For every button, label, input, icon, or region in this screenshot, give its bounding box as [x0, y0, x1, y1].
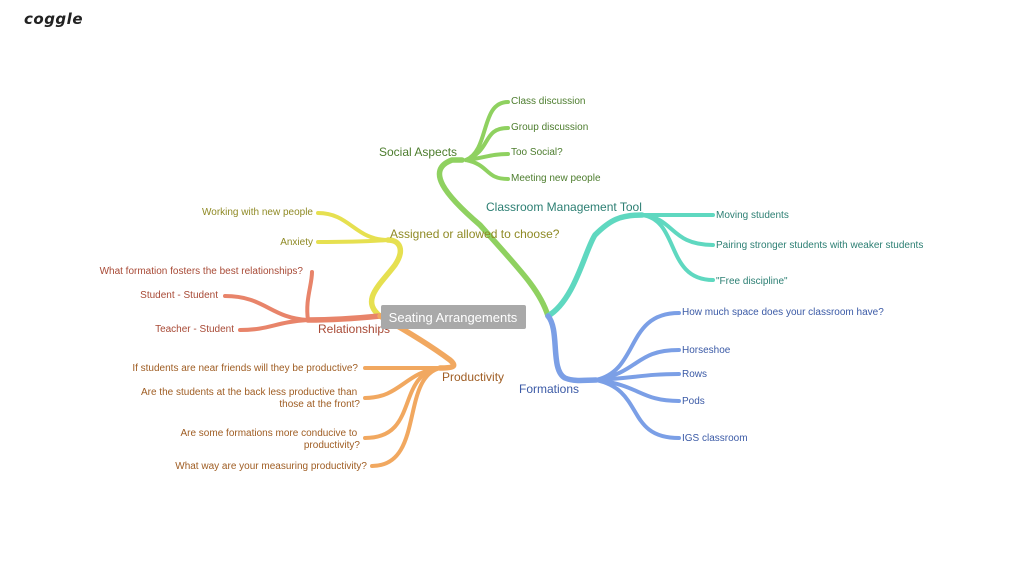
formations-label[interactable]: Formations: [519, 382, 579, 396]
connector-formations-leaf-2: [594, 348, 681, 382]
connector-formations-leaf-1: [594, 311, 681, 382]
productivity-leaf-back-vs-front-line-2: those at the front?: [279, 399, 360, 410]
connector-formations-leaf-5: [594, 378, 681, 440]
connector-assigned-main: [368, 237, 404, 319]
formations-leaf-space[interactable]: How much space does your classroom have?: [682, 307, 884, 318]
formations-leaf-igs[interactable]: IGS classroom: [682, 433, 748, 444]
assigned-leaf-anxiety[interactable]: Anxiety: [280, 237, 313, 248]
branch-social-aspects: Social Aspects Class discussion Group di…: [379, 96, 601, 319]
productivity-leaf-measuring[interactable]: What way are your measuring productivity…: [175, 461, 367, 472]
root-node[interactable]: Seating Arrangements: [381, 305, 526, 329]
productivity-leaf-conducive-line-2: productivity?: [304, 440, 361, 451]
branch-productivity: Productivity If students are near friend…: [132, 313, 504, 472]
productivity-leaf-near-friends[interactable]: If students are near friends will they b…: [132, 363, 358, 374]
connector-formations-leaf-3: [594, 372, 681, 382]
relationships-label[interactable]: Relationships: [318, 322, 390, 336]
connector-social-leaf-2: [464, 126, 510, 162]
productivity-leaf-back-vs-front[interactable]: Are the students at the back less produc…: [141, 387, 360, 410]
social-leaf-too-social[interactable]: Too Social?: [511, 147, 563, 158]
root-node-box: [381, 305, 526, 329]
productivity-leaf-back-vs-front-line-1: Are the students at the back less produc…: [141, 387, 357, 398]
management-leaf-free-discipline[interactable]: "Free discipline": [716, 276, 788, 287]
branch-assigned: Assigned or allowed to choose? Working w…: [202, 207, 560, 319]
connector-relationships-leaf-1: [305, 270, 314, 322]
branch-classroom-management: Classroom Management Tool Moving student…: [486, 200, 923, 319]
connector-management-leaf-3: [640, 213, 715, 282]
productivity-leaf-conducive[interactable]: Are some formations more conducive to pr…: [180, 428, 360, 451]
connector-relationships-leaf-3: [238, 318, 310, 332]
branch-formations: Formations How much space does your clas…: [519, 307, 884, 444]
connector-assigned-leaf-2: [316, 238, 390, 244]
relationships-leaf-student-student[interactable]: Student - Student: [140, 290, 218, 301]
connector-assigned-leaf-1: [316, 211, 390, 242]
connector-social-leaf-4: [464, 158, 510, 181]
coggle-logo[interactable]: coggle: [24, 10, 83, 28]
connector-relationships-leaf-2: [223, 294, 310, 322]
social-leaf-meeting-new-people[interactable]: Meeting new people: [511, 173, 601, 184]
productivity-leaf-conducive-line-1: Are some formations more conducive to: [180, 428, 357, 439]
root-node-label[interactable]: Seating Arrangements: [389, 310, 518, 325]
relationships-leaf-teacher-student[interactable]: Teacher - Student: [155, 324, 234, 335]
branch-relationships: Relationships What formation fosters the…: [100, 266, 390, 336]
management-leaf-pairing[interactable]: Pairing stronger students with weaker st…: [716, 240, 923, 251]
social-leaf-class-discussion[interactable]: Class discussion: [511, 96, 585, 107]
social-aspects-label[interactable]: Social Aspects: [379, 145, 457, 159]
formations-leaf-pods[interactable]: Pods: [682, 396, 705, 407]
connector-relationships-main: [305, 313, 383, 323]
connector-productivity-leaf-3: [363, 366, 442, 440]
connector-social-main: [436, 157, 551, 319]
formations-leaf-rows[interactable]: Rows: [682, 369, 707, 380]
connector-productivity-leaf-4: [370, 366, 442, 468]
formations-leaf-horseshoe[interactable]: Horseshoe: [682, 345, 731, 356]
assigned-label[interactable]: Assigned or allowed to choose?: [390, 227, 560, 241]
productivity-label[interactable]: Productivity: [442, 370, 504, 384]
relationships-leaf-best-formation[interactable]: What formation fosters the best relation…: [100, 266, 304, 277]
management-leaf-moving-students[interactable]: Moving students: [716, 210, 789, 221]
connector-management-main: [545, 212, 645, 319]
assigned-leaf-working-new-people[interactable]: Working with new people: [202, 207, 313, 218]
classroom-management-label[interactable]: Classroom Management Tool: [486, 200, 642, 214]
connector-formations-main: [545, 313, 599, 384]
social-leaf-group-discussion[interactable]: Group discussion: [511, 122, 588, 133]
connector-social-leaf-1: [464, 100, 510, 162]
